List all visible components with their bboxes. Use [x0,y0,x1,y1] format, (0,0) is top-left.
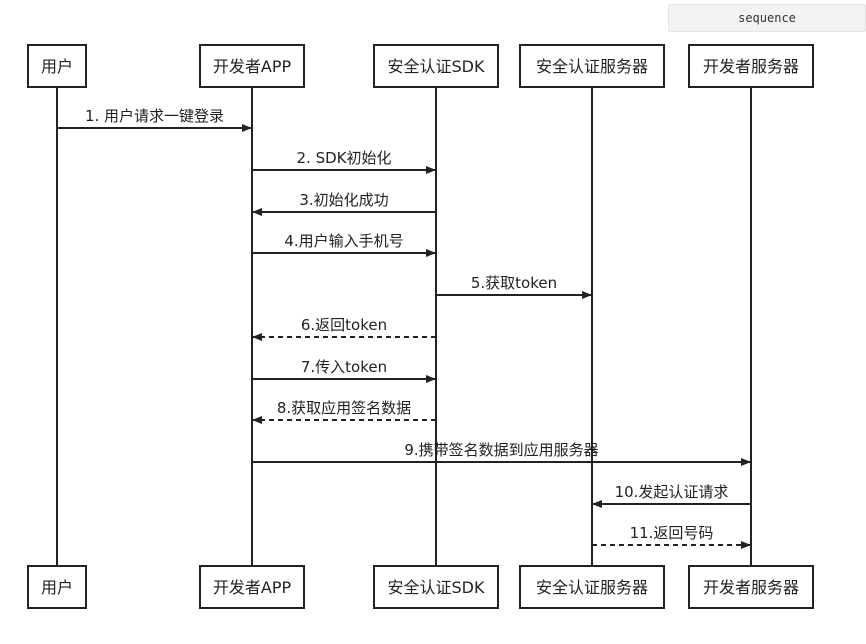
participant-box-sdk-bottom [373,565,499,609]
participant-box-sdk-top [373,44,499,88]
participant-label-app-top: 开发者APP [213,57,292,76]
message-label-10: 10.发起认证请求 [615,483,729,501]
message-label-2: 2. SDK初始化 [297,149,392,167]
participant-box-app-bottom [199,565,305,609]
participant-label-app-bottom: 开发者APP [213,578,292,597]
participant-box-app-top [199,44,305,88]
participant-label-devsrv-bottom: 开发者服务器 [703,578,799,597]
message-label-9: 9.携带签名数据到应用服务器 [404,441,598,459]
participant-box-devsrv-top [688,44,814,88]
participant-label-auth-top: 安全认证服务器 [536,57,648,76]
participant-label-sdk-bottom: 安全认证SDK [388,578,485,597]
participant-label-devsrv-top: 开发者服务器 [703,57,799,76]
participant-label-sdk-top: 安全认证SDK [388,57,485,76]
participant-box-auth-top [519,44,665,88]
participant-label-auth-bottom: 安全认证服务器 [536,578,648,597]
message-label-11: 11.返回号码 [630,524,714,542]
message-label-8: 8.获取应用签名数据 [277,399,411,417]
message-label-5: 5.获取token [471,274,557,292]
participant-box-devsrv-bottom [688,565,814,609]
participant-box-user-top [27,44,87,88]
participant-label-user-top: 用户 [41,57,73,76]
participant-box-user-bottom [27,565,87,609]
sequence-tab[interactable]: sequence [668,4,866,32]
message-label-6: 6.返回token [301,316,387,334]
participant-label-user-bottom: 用户 [41,578,73,597]
participant-box-auth-bottom [519,565,665,609]
message-label-4: 4.用户输入手机号 [284,232,403,250]
message-label-1: 1. 用户请求一键登录 [85,107,224,125]
message-label-3: 3.初始化成功 [299,191,388,209]
message-label-7: 7.传入token [301,358,387,376]
